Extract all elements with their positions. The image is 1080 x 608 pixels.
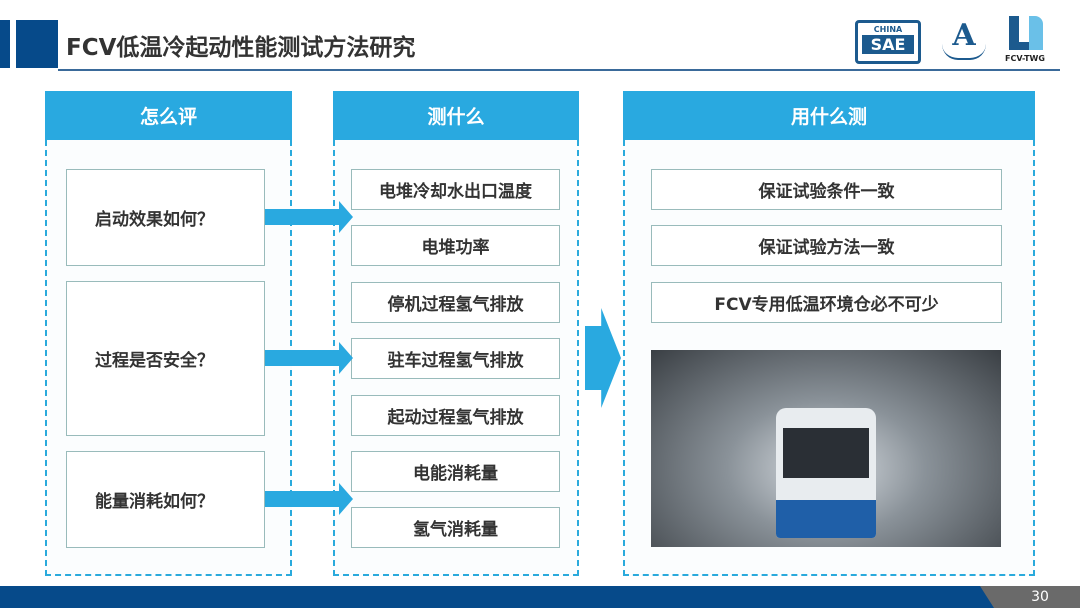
method-item: 保证试验条件一致 [651,169,1002,210]
method-item: 保证试验方法一致 [651,225,1002,266]
tatc-logo: A [940,18,988,64]
column-header-how-measure: 用什么测 [623,91,1035,140]
method-item: FCV专用低温环境仓必不可少 [651,282,1002,323]
title-divider [58,69,1060,71]
climate-chamber-bus-photo [651,350,1001,547]
footer-bar [0,586,1080,608]
column-header-what-measure: 测什么 [333,91,579,140]
metric-item: 停机过程氢气排放 [351,282,560,323]
metric-item: 氢气消耗量 [351,507,560,548]
china-sae-logo: CHINA SAE [855,20,921,64]
page-title: FCV低温冷起动性能测试方法研究 [66,35,416,61]
criterion-safety: 过程是否安全？ [66,281,265,436]
criterion-startup: 启动效果如何？ [66,169,265,266]
page-number: 30 [980,586,1080,608]
arrow-right-icon [265,201,353,233]
metric-item: 电堆功率 [351,225,560,266]
title-accent-bar [0,20,10,68]
fcv-twg-logo: FCV-TWG [1005,14,1055,66]
arrow-right-icon [265,483,353,515]
title-accent-block [16,20,58,68]
big-arrow-right-icon [585,308,621,408]
metric-item: 电堆冷却水出口温度 [351,169,560,210]
arrow-right-icon [265,342,353,374]
criterion-energy: 能量消耗如何？ [66,451,265,548]
metric-item: 驻车过程氢气排放 [351,338,560,379]
metric-item: 电能消耗量 [351,451,560,492]
metric-item: 起动过程氢气排放 [351,395,560,436]
column-header-how-evaluate: 怎么评 [45,91,292,140]
